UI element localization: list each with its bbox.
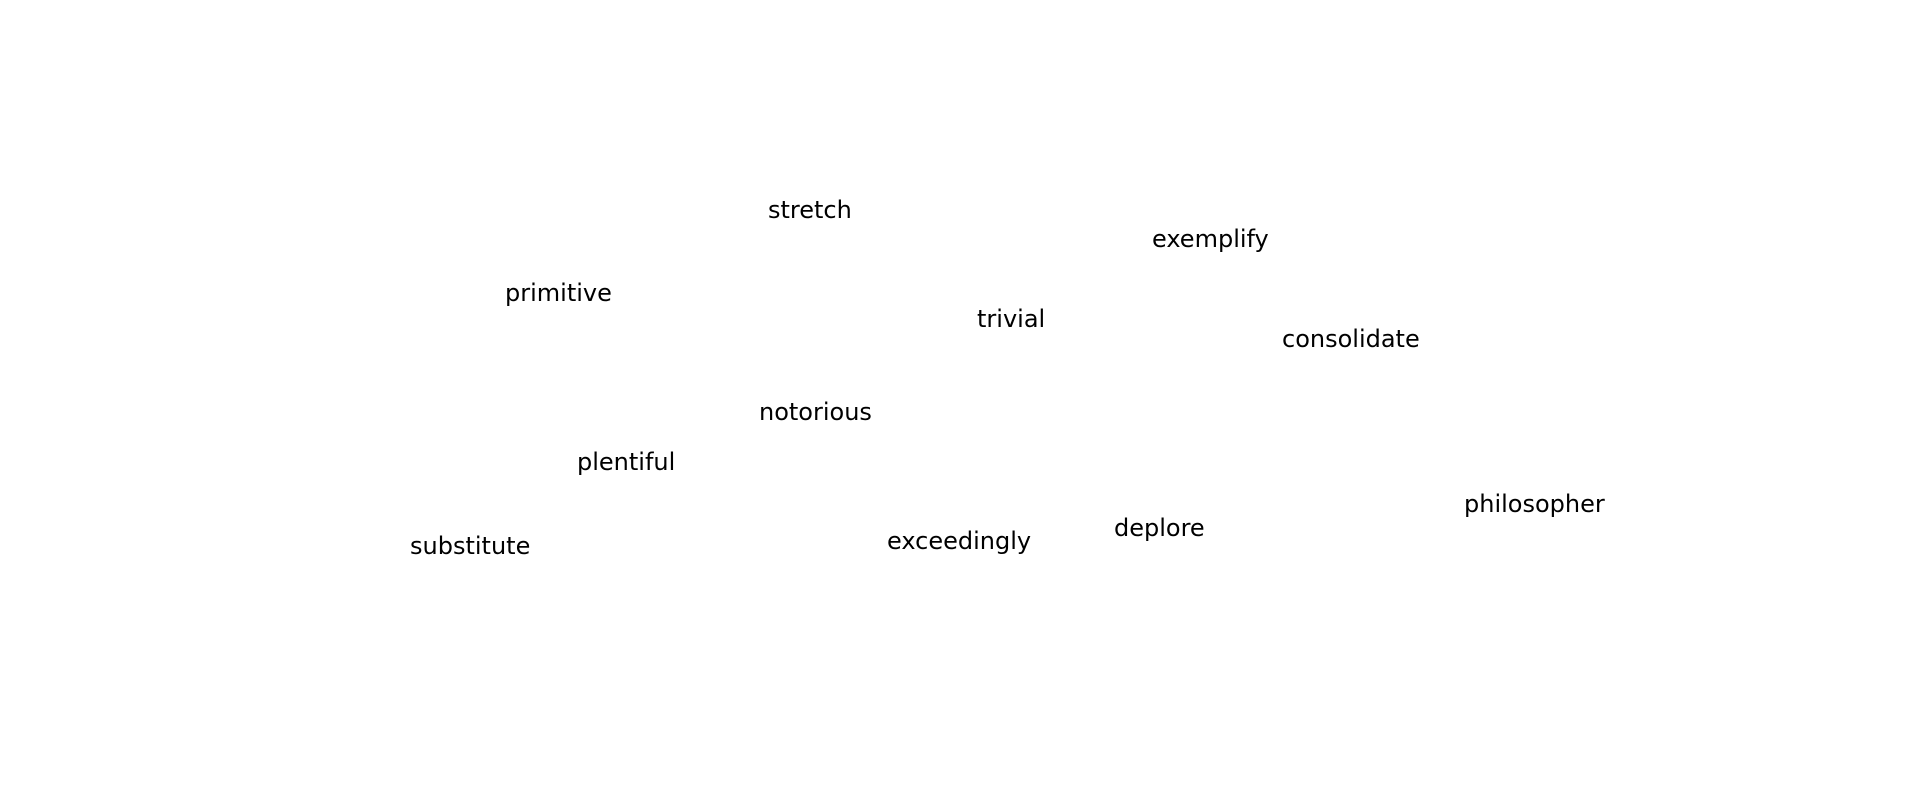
word-substitute: substitute	[410, 532, 531, 560]
word-stretch: stretch	[768, 196, 852, 224]
word-trivial: trivial	[977, 305, 1046, 333]
word-deplore: deplore	[1114, 514, 1205, 542]
word-exemplify: exemplify	[1152, 225, 1269, 253]
word-notorious: notorious	[759, 398, 872, 426]
word-primitive: primitive	[505, 279, 612, 307]
word-philosopher: philosopher	[1464, 490, 1605, 518]
word-consolidate: consolidate	[1282, 325, 1420, 353]
word-plentiful: plentiful	[577, 448, 676, 476]
word-exceedingly: exceedingly	[887, 527, 1032, 555]
